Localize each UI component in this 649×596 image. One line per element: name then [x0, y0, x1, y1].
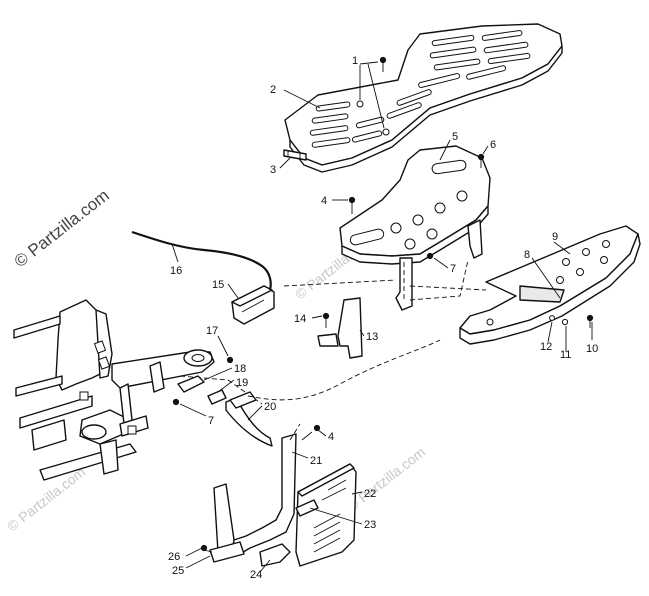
callout-25: 25	[172, 565, 184, 577]
watermark-main: © Partzilla.com	[11, 186, 113, 272]
connector-18	[177, 375, 205, 393]
callout-19: 19	[236, 377, 248, 389]
hardware-10-11-12	[549, 314, 594, 328]
alignment-dash-bumper	[283, 279, 487, 291]
callout-7-upper: 7	[450, 263, 456, 275]
callout-3: 3	[270, 164, 276, 176]
callout-18: 18	[234, 363, 246, 375]
callout-23: 23	[364, 519, 376, 531]
callout-22: 22	[364, 488, 376, 500]
connector-19	[207, 389, 227, 405]
bolt-6	[477, 153, 485, 168]
bolt-1	[379, 56, 387, 72]
callout-7-lower: 7	[208, 415, 214, 427]
callout-15: 15	[212, 279, 224, 291]
bolt-4-upper	[348, 196, 356, 214]
callout-16: 16	[170, 265, 182, 277]
rack-plate	[283, 149, 307, 161]
mud-flap-ribs	[313, 479, 347, 553]
bolt-4-lower	[301, 424, 321, 441]
rear-rack	[284, 23, 563, 173]
callout-9: 9	[552, 231, 558, 243]
mud-flap-strap	[259, 543, 291, 567]
callout-5: 5	[452, 131, 458, 143]
rear-bumper	[459, 225, 641, 345]
callout-20: 20	[264, 401, 276, 413]
nut-7-upper	[426, 252, 434, 260]
rack-support	[339, 145, 491, 311]
wire-harness	[131, 230, 272, 291]
callout-6: 6	[490, 139, 496, 151]
mud-flap-frame	[209, 339, 441, 563]
watermark-bottom-right: © Partzilla.com	[344, 444, 428, 515]
callout-13: 13	[366, 331, 378, 343]
callout-2: 2	[270, 84, 276, 96]
tail-light	[231, 285, 275, 325]
vehicle-frame	[13, 299, 263, 481]
nut-7-lower	[172, 398, 180, 406]
mud-flap	[295, 463, 357, 567]
callout-4-lower: 4	[328, 431, 334, 443]
callout-10: 10	[586, 343, 598, 355]
callout-12: 12	[540, 341, 552, 353]
callout-8: 8	[524, 249, 530, 261]
callout-11: 11	[560, 349, 571, 361]
bumper-bracket	[519, 285, 565, 303]
callout-numbers: 1 2 3 5 6 4 7 9 8 10 11 12 13 14 15 16 1…	[168, 55, 598, 581]
callout-21: 21	[310, 455, 322, 467]
bolt-14	[322, 312, 330, 328]
mud-flap-plate	[295, 499, 319, 517]
hardware-17	[226, 356, 234, 364]
rack-slats	[309, 30, 531, 148]
callout-17: 17	[206, 325, 218, 337]
light-bracket	[317, 297, 363, 359]
callout-14: 14	[294, 313, 306, 325]
callout-24: 24	[250, 569, 262, 581]
callout-1: 1	[352, 55, 358, 67]
callout-4-upper: 4	[321, 195, 327, 207]
leader-lines	[171, 61, 593, 573]
callout-26: 26	[168, 551, 180, 563]
